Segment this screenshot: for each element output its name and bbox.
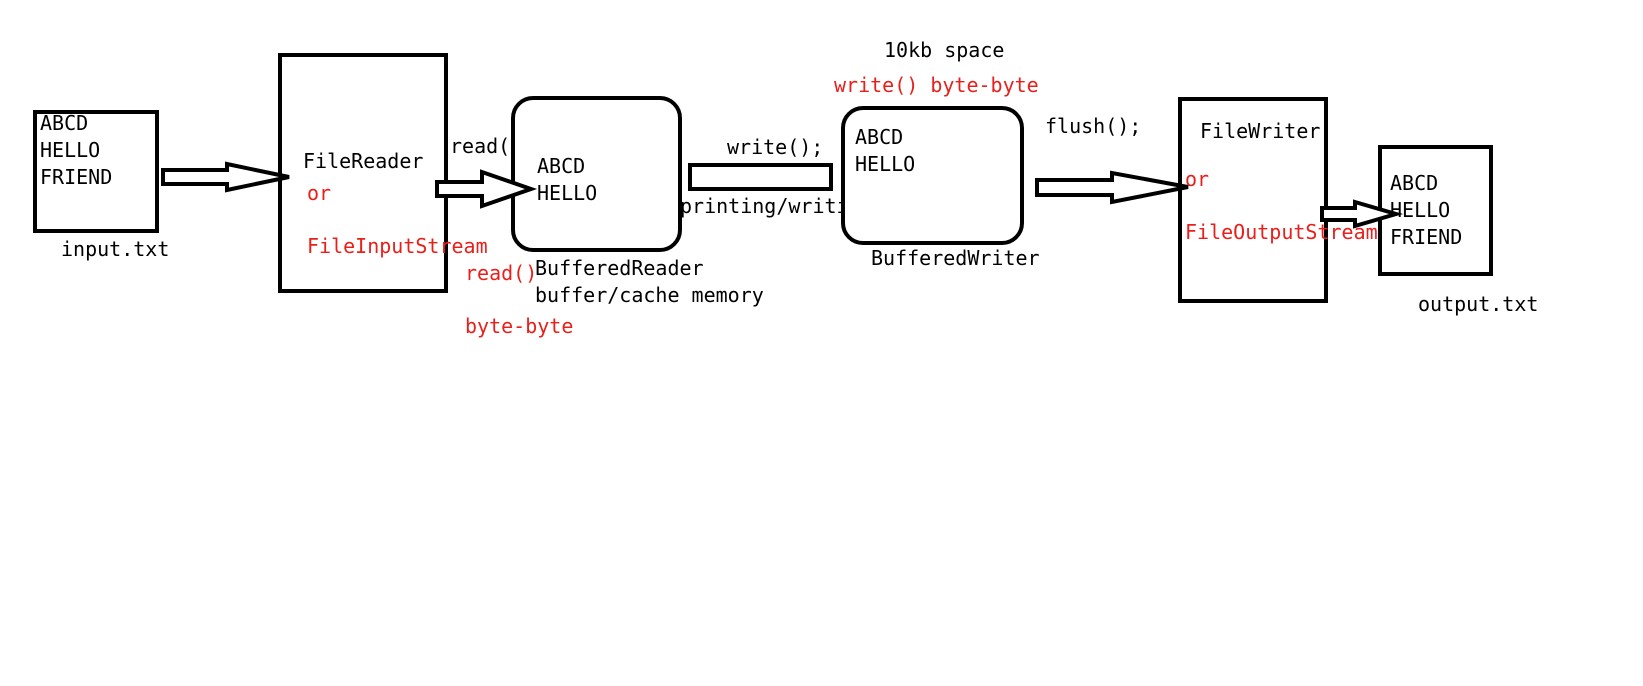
buffered-writer-line-1: ABCD: [855, 125, 904, 149]
file-reader-box: [278, 53, 448, 293]
read-sub-label: read(): [465, 261, 538, 285]
read-byte-note: byte-byte: [465, 314, 574, 338]
file-writer-label: FileWriter: [1200, 119, 1321, 143]
input-line-1: ABCD: [40, 111, 89, 135]
buffered-writer-box: [841, 106, 1024, 245]
arrow-reader-to-buffer: [435, 169, 538, 209]
pipe-top-label: write();: [727, 135, 824, 159]
arrow-buffer-to-filewriter: [1035, 170, 1189, 205]
output-line-1: ABCD: [1390, 171, 1439, 195]
buffered-writer-line-2: HELLO: [855, 152, 916, 176]
output-line-2: HELLO: [1390, 198, 1451, 222]
input-line-3: FRIEND: [40, 165, 113, 189]
buffered-reader-line-2: HELLO: [537, 181, 598, 205]
arrow-input-to-reader: [161, 161, 290, 193]
buffered-writer-note: write() byte-byte: [834, 73, 1039, 97]
input-file-caption: input.txt: [61, 237, 170, 261]
file-output-stream-label: FileOutputStream: [1185, 220, 1378, 244]
file-writer-box: [1178, 97, 1328, 303]
file-writer-or: or: [1185, 167, 1210, 191]
file-reader-label: FileReader: [303, 149, 424, 173]
buffered-reader-caption: BufferedReader: [535, 256, 704, 280]
output-file-caption: output.txt: [1418, 292, 1539, 316]
output-line-3: FRIEND: [1390, 225, 1463, 249]
buffered-reader-subcaption: buffer/cache memory: [535, 283, 764, 307]
read-label: read(): [450, 134, 523, 158]
buffered-writer-caption: BufferedWriter: [871, 246, 1040, 270]
file-input-stream-label: FileInputStream: [307, 234, 488, 258]
pipe-bottom-label: printing/writing: [680, 194, 873, 218]
write-pipe: [688, 163, 833, 191]
buffered-reader-line-1: ABCD: [537, 154, 586, 178]
input-file-box: [33, 110, 159, 233]
flush-label: flush();: [1045, 114, 1142, 138]
buffered-reader-box: [511, 96, 682, 252]
output-file-box: [1378, 145, 1493, 276]
buffered-writer-header: 10kb space: [884, 38, 1005, 62]
input-line-2: HELLO: [40, 138, 101, 162]
arrow-filewriter-to-output: [1320, 199, 1404, 229]
file-reader-or: or: [307, 181, 332, 205]
